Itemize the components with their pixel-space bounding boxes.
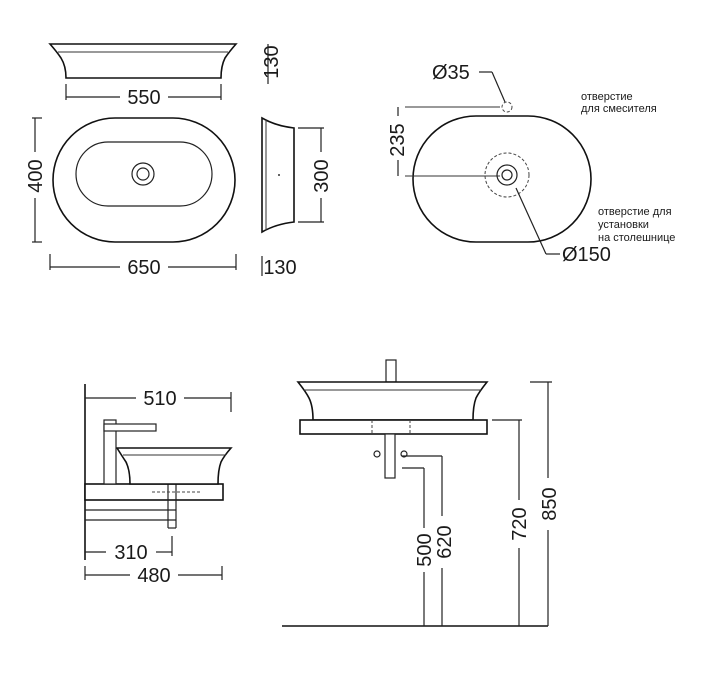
plan-holes-view: Ø35 отверстие для смесителя 235 Ø150 отв… (387, 62, 675, 266)
plan-holes-outline (412, 115, 592, 243)
drain-pipe-front (384, 433, 396, 479)
dim-850-label: 850 (539, 487, 561, 520)
dim-130-top-label: 130 (261, 45, 283, 78)
dim-310-label: 310 (114, 542, 147, 564)
countertop-front (299, 419, 488, 435)
dim-720-label: 720 (509, 507, 531, 540)
side-center-mark (278, 174, 280, 176)
dim-130-side-label: 130 (263, 257, 296, 279)
d150-leader-diagonal (515, 187, 547, 255)
drain-hole-outer (496, 164, 518, 186)
basin-profile-outline (48, 43, 238, 79)
plan-inner-bowl (75, 141, 213, 207)
dim-400-label: 400 (25, 159, 47, 192)
dim-550-label: 550 (127, 87, 160, 109)
dim-480-label: 480 (137, 565, 170, 587)
counter-hole-circle (484, 152, 530, 198)
mixer-hole-note-2: для смесителя (581, 103, 657, 115)
dim-235-label: 235 (387, 123, 409, 156)
dim-510-label: 510 (143, 388, 176, 410)
side-outline (261, 116, 295, 234)
plan-outer-outline (52, 117, 236, 243)
installation-side-view: 510 310 480 (84, 384, 233, 587)
basin-front-outline (296, 381, 489, 421)
mixer-hole-note-1: отверстие (581, 91, 633, 103)
dim-300-label: 300 (311, 159, 333, 192)
faucet-body (103, 419, 117, 485)
faucet-front (385, 359, 397, 383)
drain-inner-circle (136, 167, 150, 181)
d35-leader-diagonal (491, 71, 506, 103)
profile-view-top: 550 130 (48, 43, 283, 109)
dim-500-label: 500 (414, 533, 436, 566)
faucet-spout (103, 423, 157, 432)
d35-label: Ø35 (432, 62, 470, 84)
drain-outer-circle (131, 162, 155, 186)
counter-hole-note-1: отверстие для (598, 206, 672, 218)
side-view: 300 130 (261, 116, 333, 279)
basin-side-outline (115, 447, 233, 485)
water-outlet-left (373, 450, 381, 458)
front-elevation-view: 500 620 720 850 (282, 359, 561, 627)
counter-hole-note-3: на столешнице (598, 232, 675, 244)
d150-label: Ø150 (562, 244, 611, 266)
counter-hole-note-2: установки (598, 219, 649, 231)
mixer-hole-circle (501, 101, 513, 113)
dim-650-label: 650 (127, 257, 160, 279)
plan-view: 400 650 (25, 117, 237, 279)
dim-620-label: 620 (434, 525, 456, 558)
drain-hole-inner (501, 169, 513, 181)
water-outlet-right (400, 450, 408, 458)
